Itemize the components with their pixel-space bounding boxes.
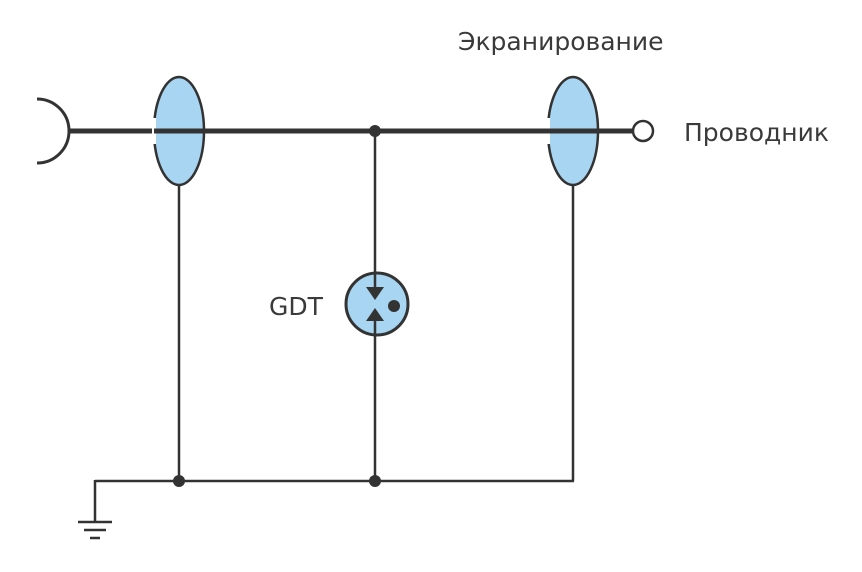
terminal-circle-icon (631, 119, 655, 143)
conductor-label: Проводник (684, 118, 829, 147)
junction-node-bottom-center (369, 475, 381, 487)
shielding-label: Экранирование (458, 27, 664, 56)
junction-node-top (369, 125, 381, 137)
junction-node-bottom-left (173, 475, 185, 487)
ground-icon (78, 480, 112, 540)
connector-socket-icon (36, 97, 71, 165)
gas-discharge-tube-icon (344, 271, 410, 337)
gdt-label: GDT (269, 292, 324, 321)
